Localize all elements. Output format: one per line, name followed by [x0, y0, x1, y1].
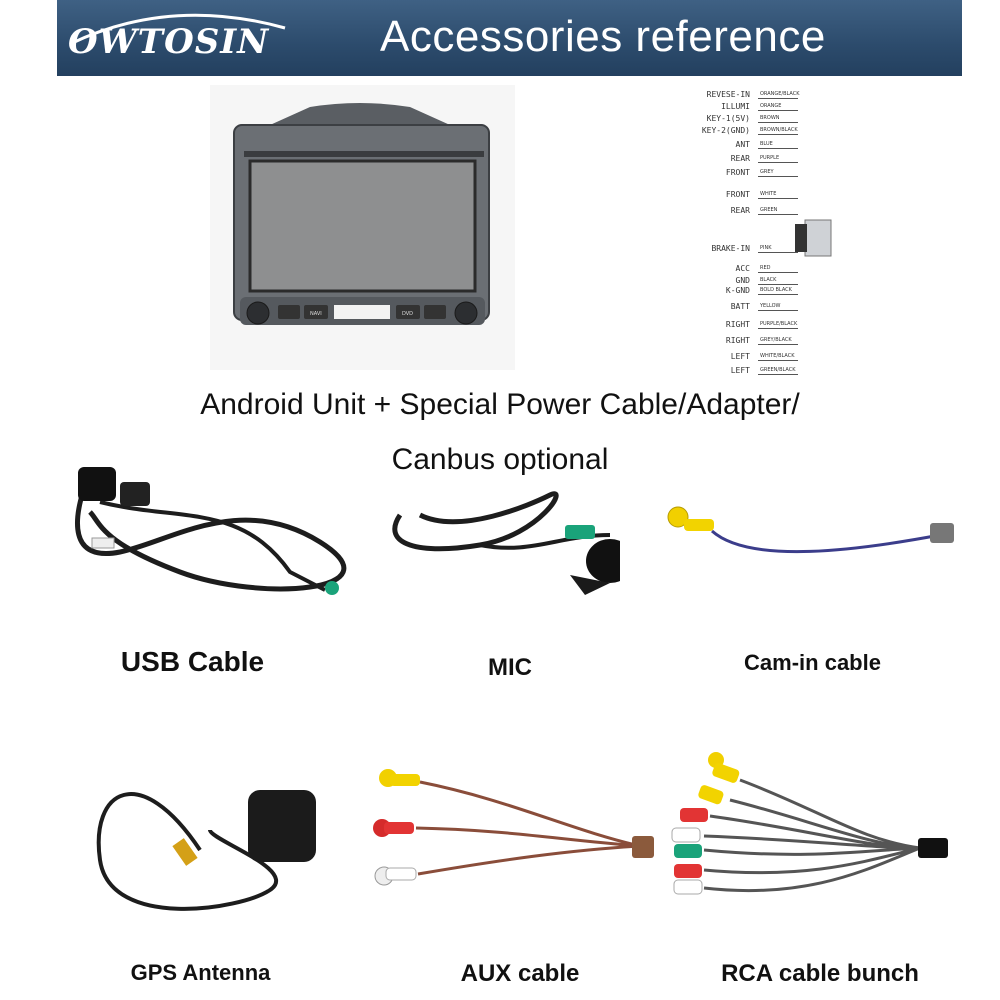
navi-button-label: NAVI [310, 311, 322, 317]
wire-label: KEY-2(GND) [701, 126, 750, 135]
wire-label: LEFT [730, 352, 750, 361]
wire-label: GND [735, 276, 750, 285]
wire-color-label: YELLOW [760, 303, 781, 309]
wire-color-label: GREY [760, 169, 774, 175]
brand-logo: OWTOSIN [68, 22, 270, 62]
wire-line [758, 134, 798, 135]
wire-label: RIGHT [725, 336, 750, 345]
mic-image [392, 491, 620, 595]
wire-label: LEFT [730, 366, 750, 375]
wire-line [758, 176, 798, 177]
wire-color-label: WHITE/BLACK [760, 353, 795, 359]
wire-label: FRONT [725, 168, 750, 177]
wire-line [758, 198, 798, 199]
wire-color-label: PURPLE [760, 155, 780, 161]
aux-cable-label: AUX cable [460, 960, 580, 987]
wire-color-label: BROWN [760, 115, 780, 121]
wire-label: REVESE-IN [706, 90, 750, 99]
wire-label: ILLUMI [721, 102, 750, 111]
cam-in-cable-label: Cam-in cable [744, 650, 881, 675]
wire-line [758, 328, 798, 329]
mic-label: MIC [488, 654, 532, 681]
header-banner [57, 0, 962, 76]
wire-label: ACC [735, 264, 750, 273]
wire-color-label: BOLD BLACK [760, 287, 792, 293]
wire-line [758, 98, 798, 99]
wire-color-label: GREEN/BLACK [760, 367, 796, 373]
wire-color-label: GREY/BLACK [760, 337, 792, 343]
usb-cable-label: USB Cable [120, 646, 265, 677]
wire-line [758, 214, 798, 215]
wire-line [758, 294, 798, 295]
wire-label: BATT [730, 302, 750, 311]
wire-color-label: WHITE [760, 191, 777, 197]
wire-color-label: BLACK [760, 277, 777, 283]
wire-color-label: PURPLE/BLACK [760, 321, 798, 327]
wire-line [758, 284, 798, 285]
main-caption-line1: Android Unit + Special Power Cable/Adapt… [200, 388, 800, 421]
wire-connector-icon [795, 219, 832, 257]
wire-color-label: BROWN/BLACK [760, 127, 798, 133]
wire-line [758, 122, 798, 123]
wire-label: ANT [735, 140, 750, 149]
wire-label: BRAKE-IN [711, 244, 750, 253]
wire-label: REAR [730, 206, 750, 215]
gps-antenna-image [96, 790, 316, 911]
wire-label: RIGHT [725, 320, 750, 329]
wire-line [758, 148, 798, 149]
wire-color-label: RED [760, 265, 771, 271]
wire-line [758, 374, 798, 375]
wire-color-label: GREEN [760, 207, 778, 213]
wire-color-label: ORANGE [760, 103, 782, 109]
wire-line [758, 272, 798, 273]
wire-color-label: BLUE [760, 141, 773, 147]
wire-color-label: PINK [760, 245, 772, 251]
head-unit-image: NAVI DVD [210, 85, 515, 370]
usb-cable-image [75, 467, 347, 595]
wire-label: K-GND [725, 286, 750, 295]
wire-color-label: ORANGE/BLACK [760, 91, 800, 97]
wire-line [758, 252, 798, 253]
wiring-diagram: REVESE-IN ORANGE/BLACK ILLUMI ORANGE KEY-1(5… [700, 88, 840, 383]
cam-in-cable-image [667, 506, 954, 554]
wire-line [758, 162, 798, 163]
aux-cable-image [373, 769, 654, 886]
dvd-button-label: DVD [402, 311, 413, 317]
rca-cable-bunch-image [671, 752, 948, 895]
main-caption-line2: Canbus optional [391, 443, 609, 476]
wire-line [758, 344, 798, 345]
wire-label: KEY-1(5V) [706, 114, 750, 123]
rca-cable-bunch-label: RCA cable bunch [721, 960, 919, 987]
page-title: Accessories reference [380, 12, 826, 61]
wire-line [758, 310, 798, 311]
wire-line [758, 360, 798, 361]
wire-line [758, 110, 798, 111]
wire-label: FRONT [725, 190, 750, 199]
wire-label: REAR [730, 154, 750, 163]
logo-swoosh-icon [69, 13, 286, 46]
gps-antenna-label: GPS Antenna [130, 960, 271, 985]
